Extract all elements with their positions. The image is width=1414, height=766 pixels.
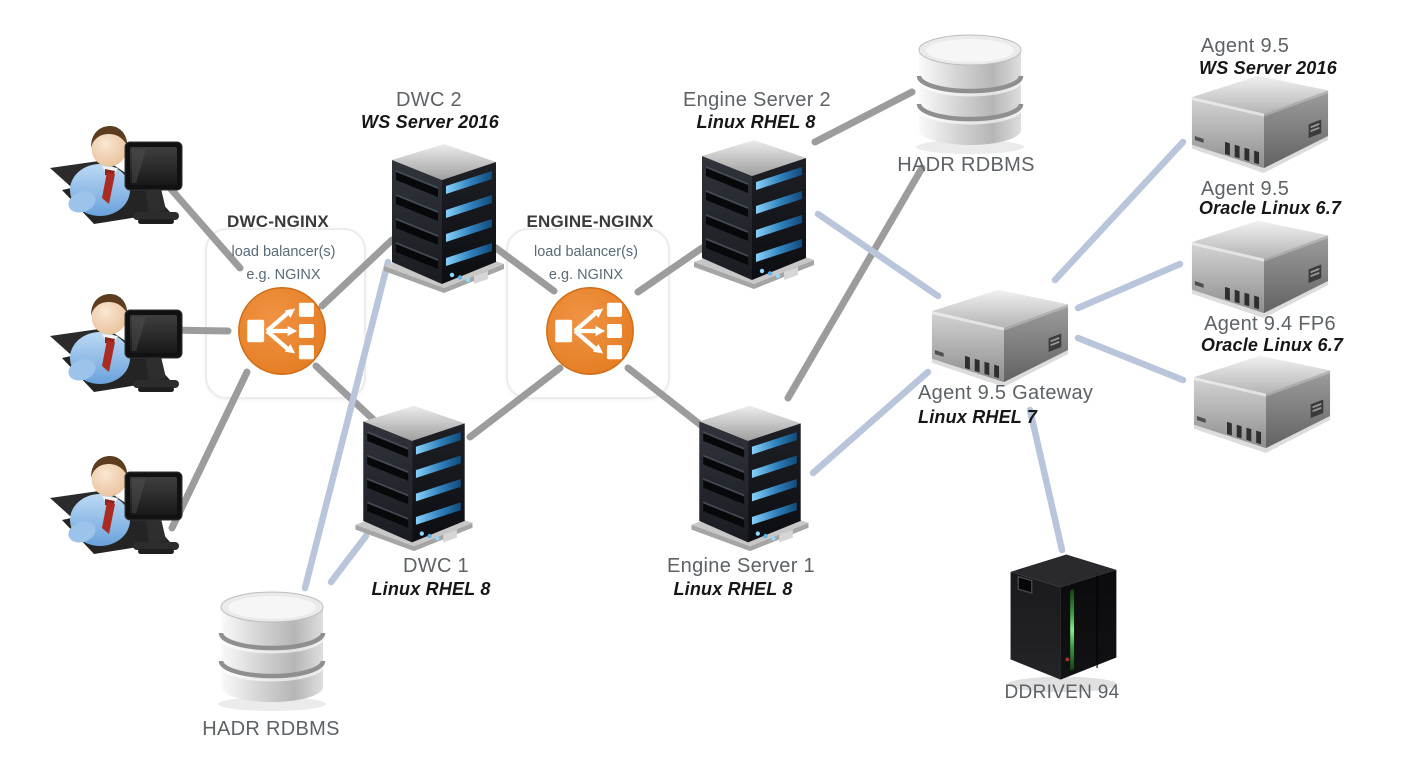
load-balancer-caption-line2: e.g. NGINX [548,267,624,283]
hadr-rdbms-bottom-label: HADR RDBMS [202,718,340,740]
engine-nginx-node: load balancer(s) e.g. NGINX [506,228,666,395]
engine-nginx-title: ENGINE-NGINX [526,212,654,231]
user-workstation-icon [48,108,200,238]
server-tower-icon [678,398,821,556]
agent-server-icon [1182,348,1342,453]
agent1-subtitle: WS Server 2016 [1199,58,1337,78]
engine-server-1-subtitle: Linux RHEL 8 [673,579,793,599]
hadr-rdbms-top-label: HADR RDBMS [897,154,1035,176]
dwc2-title: DWC 2 [396,89,462,111]
dwc2-subtitle: WS Server 2016 [361,112,499,132]
user-workstation-icon [48,276,200,406]
gateway-subtitle: Linux RHEL 7 [918,407,1038,427]
agent2-subtitle: Oracle Linux 6.7 [1198,198,1342,218]
agent3-title: Agent 9.4 FP6 [1204,313,1336,335]
load-balancer-icon [235,284,329,378]
load-balancer-caption-line1: load balancer(s) [231,244,336,260]
gateway-server-icon [920,282,1080,387]
database-icon [208,583,336,717]
agent2-title: Agent 9.5 [1200,178,1290,200]
agent3-subtitle: Oracle Linux 6.7 [1200,335,1344,355]
agent-server-icon [1180,213,1340,318]
dwc-nginx-node: load balancer(s) e.g. NGINX [205,228,362,395]
database-icon [906,26,1034,160]
ddriven-label: DDRIVEN 94 [1004,682,1120,703]
server-tower-icon [342,398,485,556]
engine-server-1-title: Engine Server 1 [667,555,815,577]
agent-server-icon [1180,68,1340,173]
server-tower-icon [682,132,825,294]
user-workstation-icon [48,438,200,568]
gateway-title: Agent 9.5 Gateway [918,382,1094,404]
load-balancer-icon [543,284,637,378]
engine-server-2-title: Engine Server 2 [683,89,831,111]
ddriven-server-icon [995,543,1130,695]
agent1-title: Agent 9.5 [1200,35,1290,57]
dwc-nginx-title: DWC-NGINX [227,212,329,231]
load-balancer-caption-line1: load balancer(s) [534,244,638,260]
engine-server-2-subtitle: Linux RHEL 8 [696,112,816,132]
server-tower-icon [372,136,515,298]
dwc1-subtitle: Linux RHEL 8 [371,579,491,599]
dwc1-title: DWC 1 [403,555,469,577]
